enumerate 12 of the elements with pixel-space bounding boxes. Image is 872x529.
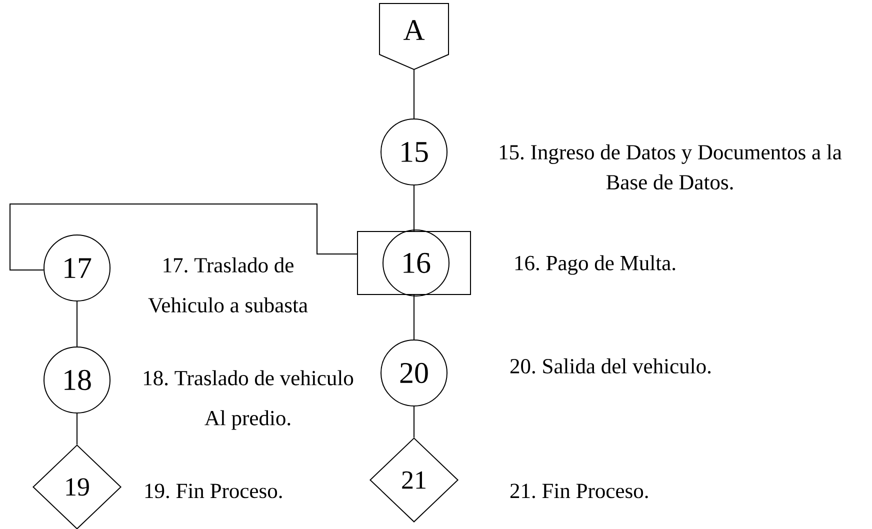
step-description: 19. Fin Proceso. (145, 484, 282, 498)
step-description: 16. Pago de Multa. (515, 255, 676, 275)
inspection-box (357, 231, 471, 295)
connector-line (76, 413, 78, 445)
step-description: 15. Ingreso de Datos y Documentos a la Base de Datos. (500, 144, 842, 190)
step-description: 18. Traslado de vehiculo Al predio. (144, 370, 354, 430)
step-description: 20. Salida del vehiculo. (510, 358, 711, 374)
connector-line (76, 301, 78, 347)
connector-line (10, 204, 358, 270)
step-description: 21. Fin Proceso. (510, 484, 648, 498)
step-description: 17. Traslado de Vehiculo a subasta (148, 257, 308, 313)
off-page-connector: A (379, 3, 449, 70)
